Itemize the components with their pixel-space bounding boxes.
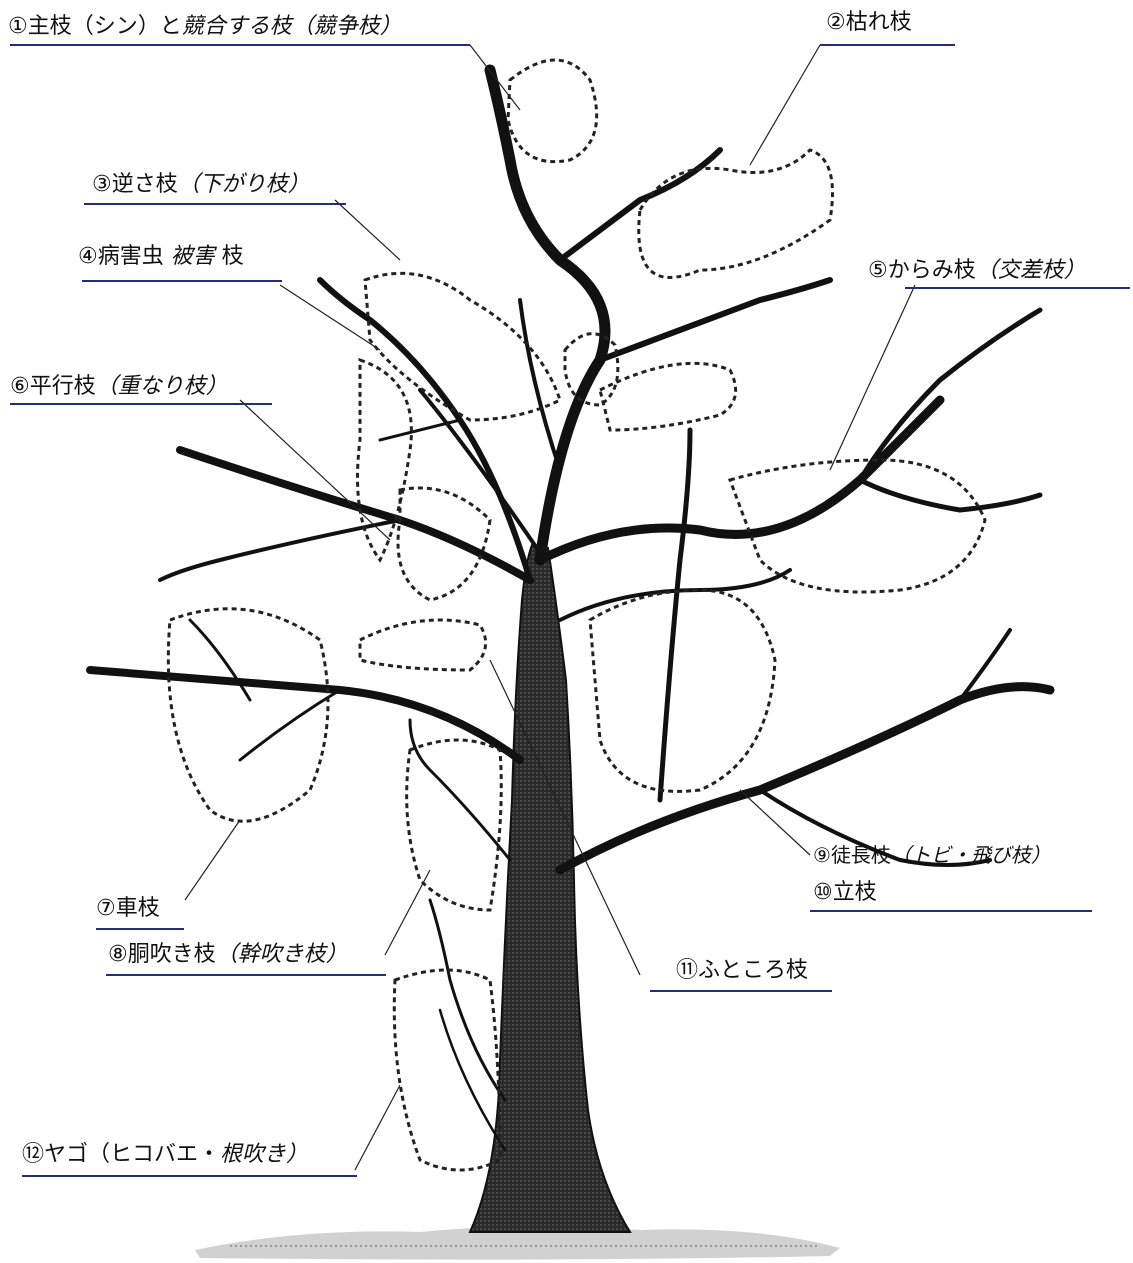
underline-dead [820,44,955,46]
label-water-sprout-text: 徒長枝 [830,843,891,867]
label-competing-text: 主枝（シン）と [27,14,182,39]
label-dead-text: 枯れ枝 [845,10,912,35]
label-entangled-text: からみ枝 [887,258,976,283]
underline-wheel [96,928,184,930]
label-trunk-sprout-italic: （幹吹き枝） [215,942,348,967]
label-dead-number: ② [826,10,846,35]
label-wheel-text: 車枝 [115,896,160,921]
label-pest-text: 病害虫 [97,244,164,269]
label-inverse-italic: （下がり枝） [177,172,310,197]
label-water-sprout: ⑨徒長枝（トビ・飛び枝） [813,842,1051,868]
underline-upright [810,910,1092,912]
label-parallel-italic: （重なり枝） [95,374,228,399]
label-inverse-text: 逆さ枝 [111,172,178,197]
label-parallel-number: ⑥ [10,374,30,399]
underline-entangled [905,287,1130,289]
label-pest-branch: ④病害虫 被害 枝 [78,244,244,270]
label-water-sprout-number: ⑨ [813,843,831,867]
leader-lines [184,44,916,1171]
label-inner-number: ⑪ [676,958,699,983]
label-competing-number: ① [8,14,28,39]
underline-inverse [84,203,346,205]
label-entangled-branch: ⑤からみ枝（交差枝） [868,258,1086,284]
label-entangled-number: ⑤ [868,258,888,283]
label-trunk-sprout-text: 胴吹き枝 [127,942,216,967]
underline-inner [650,990,832,992]
label-wheel-branch: ⑦車枝 [96,896,160,922]
label-inner-text: ふところ枝 [698,958,809,983]
label-wheel-number: ⑦ [96,896,116,921]
underline-parallel [10,403,272,405]
label-inverse-number: ③ [92,172,112,197]
label-upright-number: ⑩ [813,880,833,905]
label-dead-branch: ②枯れ枝 [826,10,912,36]
label-inverse-branch: ③逆さ枝（下がり枝） [92,172,310,198]
label-trunk-sprout-number: ⑧ [108,942,128,967]
label-competing-branch: ①主枝（シン）と競合する枝（競争枝） [8,14,402,40]
underline-root-sucker [22,1175,357,1177]
label-root-sucker-text: ヤゴ（ヒコバエ・ [44,1142,221,1167]
label-root-sucker: ⑫ヤゴ（ヒコバエ・根吹き） [22,1142,308,1168]
label-trunk-sprout: ⑧胴吹き枝（幹吹き枝） [108,942,348,968]
label-inner-branch: ⑪ふところ枝 [676,958,808,984]
branches [86,64,1055,1152]
label-competing-italic: 競合する枝（競争枝） [181,14,402,39]
label-entangled-italic: （交差枝） [975,258,1086,283]
label-parallel-text: 平行枝 [29,374,96,399]
label-root-sucker-number: ⑫ [22,1142,45,1167]
highlight-outlines [166,58,987,1172]
underline-trunk-sprout [106,974,386,976]
ground [195,1226,840,1260]
trunk [468,543,632,1233]
label-upright-branch: ⑩立枝 [813,880,877,906]
label-pest-italic: 被害 [170,244,215,269]
underline-pest [82,280,282,282]
label-upright-text: 立枝 [832,880,877,905]
label-pest-number: ④ [78,244,98,269]
label-root-sucker-italic: 根吹き） [220,1142,309,1167]
label-pest-after: 枝 [221,244,244,269]
underline-competing [10,44,470,46]
label-water-sprout-italic: （トビ・飛び枝） [890,843,1051,867]
label-parallel-branch: ⑥平行枝（重なり枝） [10,374,228,400]
